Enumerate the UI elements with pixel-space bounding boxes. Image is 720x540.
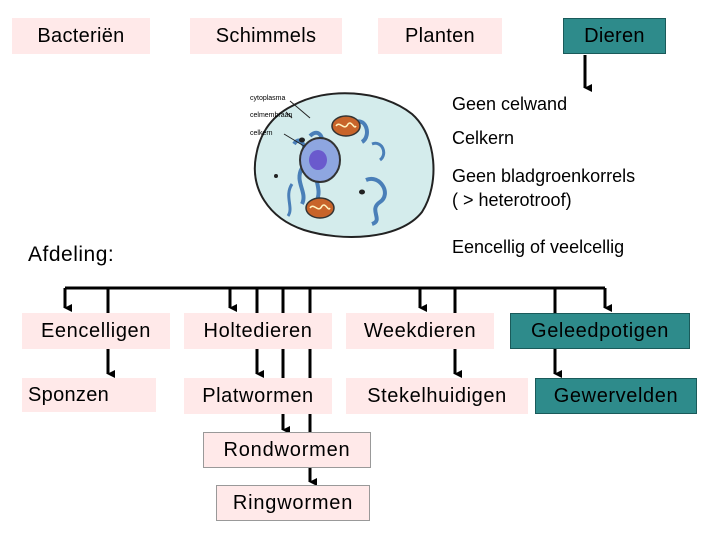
phylum-geleedpotigen: Geleedpotigen (510, 313, 690, 349)
phylum-rondwormen: Rondwormen (203, 432, 371, 468)
phylum-platwormen: Platwormen (184, 378, 332, 414)
kingdom-dieren: Dieren (563, 18, 666, 54)
feature-geen-bladgroenkorrels: Geen bladgroenkorrels (452, 166, 636, 186)
feature-geen-celwand: Geen celwand (452, 94, 568, 114)
kingdom-planten: Planten (378, 18, 502, 54)
kingdom-schimmels: Schimmels (190, 18, 342, 54)
phylum-gewervelden: Gewervelden (535, 378, 697, 414)
phylum-ringwormen: Ringwormen (216, 485, 370, 521)
cell-label-celmembraan: celmembraan (250, 112, 293, 119)
animal-cell-illustration: cytoplasma celmembraan celkern (250, 92, 435, 238)
phylum-sponzen: Sponzen (22, 378, 156, 412)
feature-heterotroof: ( > heterotroof) (452, 190, 572, 210)
feature-celkern: Celkern (452, 128, 515, 148)
kingdom-bacterien: Bacteriën (12, 18, 150, 54)
phylum-eencelligen: Eencelligen (22, 313, 170, 349)
cell-label-celkern: celkern (250, 130, 273, 137)
cell-label-cytoplasma: cytoplasma (250, 95, 286, 102)
phylum-stekelhuidigen: Stekelhuidigen (346, 378, 528, 414)
cell-membrane (253, 92, 435, 238)
afdeling-label: Afdeling: (28, 243, 115, 266)
phylum-weekdieren: Weekdieren (346, 313, 494, 349)
feature-eencellig-of-veelcellig: Eencellig of veelcellig (452, 237, 625, 257)
phylum-holtedieren: Holtedieren (184, 313, 332, 349)
